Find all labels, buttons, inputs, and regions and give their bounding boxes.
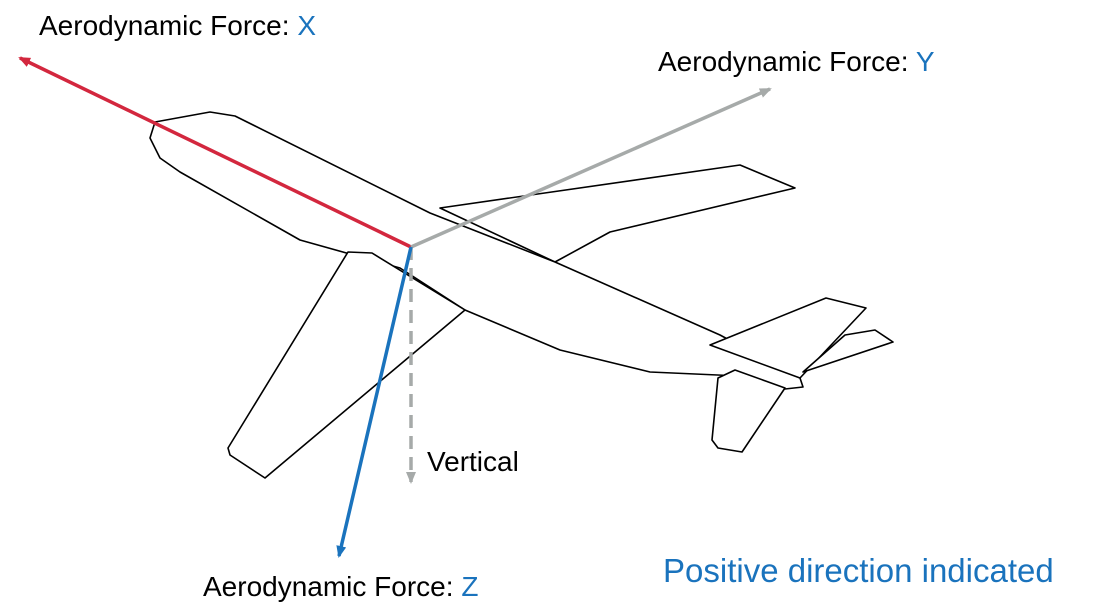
force-y-label: Aerodynamic Force: Y — [658, 46, 935, 77]
vertical-fin — [711, 369, 786, 453]
fuselage — [149, 111, 804, 390]
far-wing — [439, 164, 796, 263]
force-y-arrow — [410, 87, 772, 249]
force-x-label: Aerodynamic Force: X — [39, 10, 316, 41]
force-x-arrow — [18, 56, 412, 249]
horizontal-stabilizer — [709, 297, 867, 379]
airplane-outline — [149, 111, 894, 479]
far-stabilizer — [802, 329, 894, 373]
vertical-label: Vertical — [427, 446, 519, 477]
positive-direction-note: Positive direction indicated — [663, 552, 1054, 589]
force-z-label: Aerodynamic Force: Z — [203, 571, 478, 602]
near-wing — [227, 251, 466, 479]
force-z-arrow — [336, 246, 413, 558]
